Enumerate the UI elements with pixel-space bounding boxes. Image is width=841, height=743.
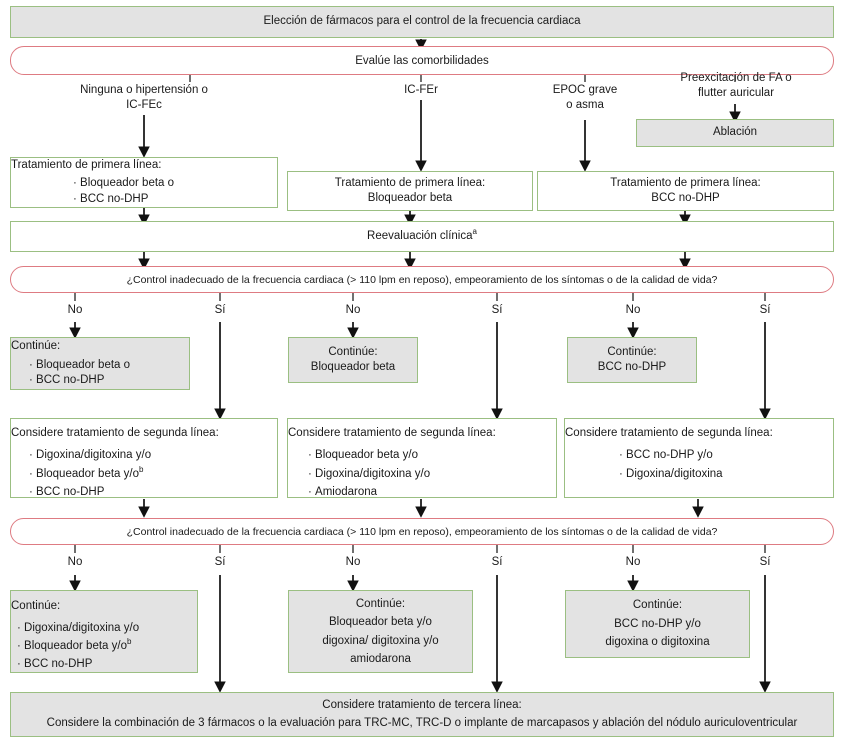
first-line-1-heading: Tratamiento de primera línea: [11, 159, 162, 172]
continue-3-line2: BCC no-DHP [597, 361, 667, 373]
second-line-1-heading: Considere tratamiento de segunda línea: [11, 427, 219, 439]
decision-pill-1: ¿Control inadecuado de la frecuencia car… [10, 266, 834, 293]
continue-1-item-1: BCC no-DHP [29, 373, 189, 388]
third-line-text: Considere la combinación de 3 fármacos o… [46, 716, 798, 729]
branch-label-preexcitation: Preexcitación de FA o flutter auricular [680, 72, 792, 99]
decision-2-answer-no-1: No [67, 556, 83, 568]
second-line-2-item-1: Digoxina/digitoxina y/o [308, 465, 556, 484]
second-line-2-heading: Considere tratamiento de segunda línea: [288, 427, 496, 439]
continue-2-heading: Continúe: [328, 345, 378, 358]
reassessment-text: Reevaluación clínica [367, 229, 473, 242]
continue-box-4: Continúe: Digoxina/digitoxina y/o Bloque… [10, 590, 198, 673]
first-line-box-2: Tratamiento de primera línea: Bloqueador… [287, 171, 533, 211]
branch-label-none-htn-hfpef: Ninguna o hipertensión o IC-FEc [80, 84, 208, 111]
assess-comorbidities-text: Evalúe las comorbilidades [355, 54, 489, 67]
title-text: Elección de fármacos para el control de … [263, 15, 581, 28]
third-line-heading: Considere tratamiento de tercera línea: [322, 698, 522, 711]
second-line-box-1: Considere tratamiento de segunda línea: … [10, 418, 278, 498]
decision-1-answer-si-2: Sí [491, 304, 503, 316]
continue-1-heading: Continúe: [11, 339, 61, 352]
first-line-3-heading: Tratamiento de primera línea: [610, 176, 761, 189]
second-line-box-2: Considere tratamiento de segunda línea: … [287, 418, 557, 498]
first-line-2-line2: Bloqueador beta [367, 192, 453, 204]
third-line-box: Considere tratamiento de tercera línea: … [10, 692, 834, 737]
continue-6-heading: Continúe: [632, 599, 683, 612]
second-line-1-item-1-text: Bloqueador beta y/o [36, 467, 139, 480]
continue-box-1: Continúe: Bloqueador beta o BCC no-DHP [10, 337, 190, 390]
second-line-box-3: Considere tratamiento de segunda línea: … [564, 418, 834, 498]
decision-1-answer-si-1: Sí [214, 304, 226, 316]
continue-5-line-1: digoxina/ digitoxina y/o [322, 634, 439, 647]
continue-4-item-2: BCC no-DHP [17, 655, 197, 673]
branch-label-hfref: IC-FEr [404, 84, 438, 96]
continue-4-item-1: Bloqueador beta y/ob [17, 637, 197, 655]
continue-5-line-2: amiodarona [350, 652, 411, 665]
continue-4-heading: Continúe: [11, 600, 61, 612]
continue-1-item-0: Bloqueador beta o [29, 358, 189, 373]
second-line-1-item-2: BCC no-DHP [29, 483, 277, 502]
second-line-2-item-2: Amiodarona [308, 483, 556, 502]
decision-2-answer-no-3: No [625, 556, 641, 568]
reassessment-footnote: a [472, 227, 477, 237]
decision-2-answer-si-3: Sí [759, 556, 771, 568]
decision-2-answer-si-2: Sí [491, 556, 503, 568]
second-line-1-item-0: Digoxina/digitoxina y/o [29, 446, 277, 465]
continue-4-item-1-text: Bloqueador beta y/o [24, 640, 127, 653]
branch-label-copd-asthma: EPOC grave o asma [552, 84, 618, 111]
first-line-2-heading: Tratamiento de primera línea: [334, 176, 486, 189]
first-line-1-item-0: Bloqueador beta o [73, 176, 277, 191]
second-line-3-item-1: Digoxina/digitoxina [619, 465, 833, 484]
first-line-box-1: Tratamiento de primera línea: Bloqueador… [10, 157, 278, 208]
second-line-2-item-0: Bloqueador beta y/o [308, 446, 556, 465]
continue-5-line-0: Bloqueador beta y/o [329, 616, 432, 629]
continue-6-line-1: digoxina o digitoxina [605, 636, 710, 649]
first-line-1-item-1: BCC no-DHP [73, 192, 277, 207]
continue-box-6: Continúe: BCC no-DHP y/o digoxina o digi… [565, 590, 750, 658]
continue-4-footnote: b [126, 637, 132, 647]
second-line-1-footnote: b [138, 464, 144, 474]
continue-box-2: Continúe: Bloqueador beta [288, 337, 418, 383]
decision-1-answer-no-1: No [67, 304, 83, 316]
continue-2-line2: Bloqueador beta [310, 361, 396, 373]
continue-box-3: Continúe: BCC no-DHP [567, 337, 697, 383]
decision-2-answer-no-2: No [345, 556, 361, 568]
title-box: Elección de fármacos para el control de … [10, 6, 834, 38]
first-line-box-3: Tratamiento de primera línea: BCC no-DHP [537, 171, 834, 211]
continue-5-heading: Continúe: [355, 597, 406, 610]
decision-1-answer-no-3: No [625, 304, 641, 316]
continue-6-line-0: BCC no-DHP y/o [614, 617, 701, 630]
decision-pill-2: ¿Control inadecuado de la frecuencia car… [10, 518, 834, 545]
ablation-box: Ablación [636, 119, 834, 147]
ablation-text: Ablación [712, 126, 758, 139]
decision-1-text: ¿Control inadecuado de la frecuencia car… [126, 273, 718, 286]
continue-3-heading: Continúe: [607, 345, 657, 358]
first-line-3-line2: BCC no-DHP [651, 192, 720, 204]
decision-1-answer-no-2: No [345, 304, 361, 316]
continue-4-item-0: Digoxina/digitoxina y/o [17, 619, 197, 637]
decision-2-answer-si-1: Sí [214, 556, 226, 568]
assess-comorbidities-pill: Evalúe las comorbilidades [10, 46, 834, 75]
continue-box-5: Continúe: Bloqueador beta y/o digoxina/ … [288, 590, 473, 673]
second-line-3-heading: Considere tratamiento de segunda línea: [565, 427, 773, 439]
second-line-3-item-0: BCC no-DHP y/o [619, 446, 833, 465]
second-line-1-item-1: Bloqueador beta y/ob [29, 465, 277, 484]
decision-1-answer-si-3: Sí [759, 304, 771, 316]
reassessment-box: Reevaluación clínicaa [10, 221, 834, 252]
decision-2-text: ¿Control inadecuado de la frecuencia car… [126, 525, 718, 538]
